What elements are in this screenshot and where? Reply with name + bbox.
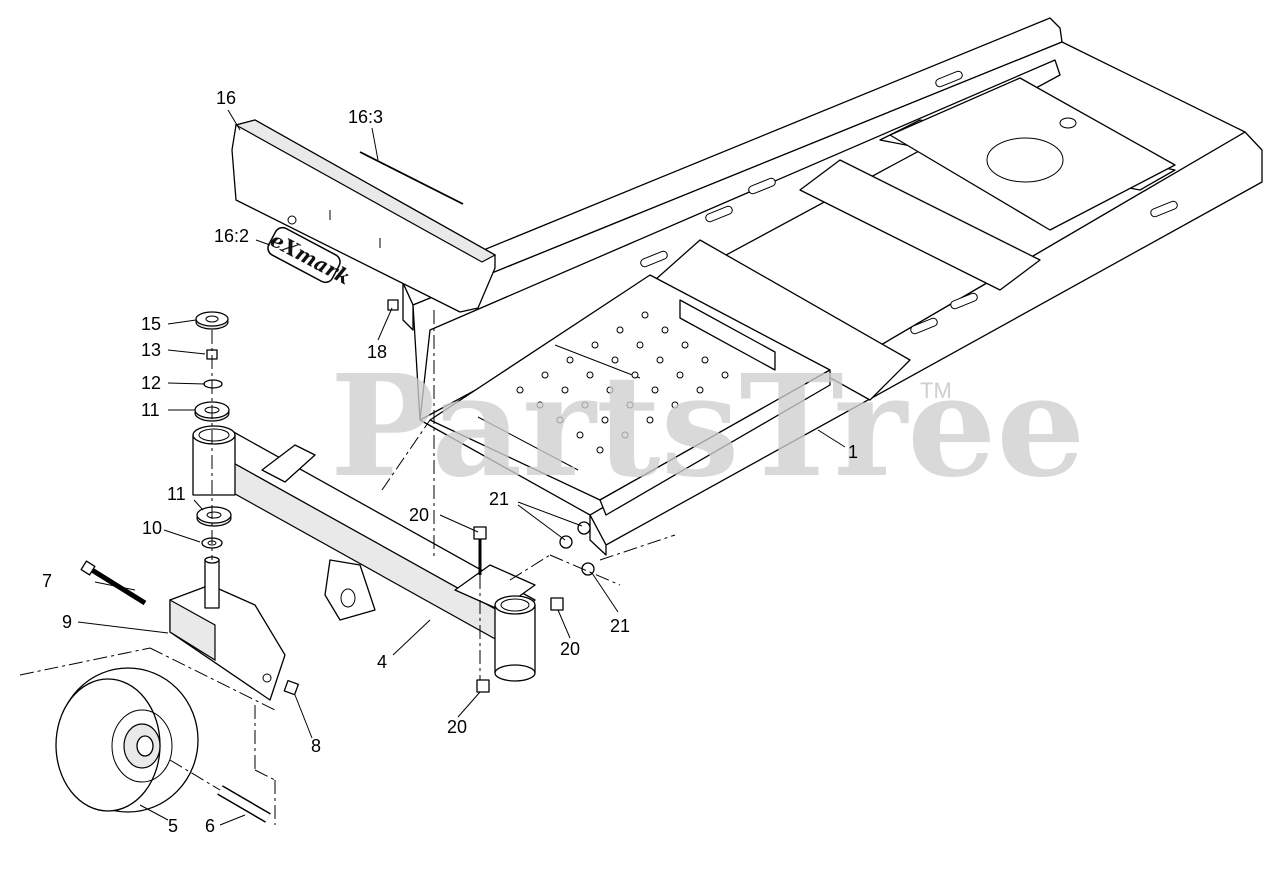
callout-1: 1	[848, 442, 858, 462]
callout-20-top: 20	[409, 505, 429, 525]
leader-lines	[77, 109, 846, 826]
callout-9: 9	[62, 612, 72, 632]
callout-16: 16	[216, 88, 236, 108]
callout-11-upper: 11	[141, 400, 160, 420]
callout-13: 13	[141, 340, 161, 360]
partstree-watermark: PartsTree TM	[330, 345, 1085, 509]
callout-20-right: 20	[560, 639, 580, 659]
callout-20-bottom: 20	[447, 717, 467, 737]
foot-plate-holes	[516, 311, 729, 454]
center-lines	[19, 310, 676, 825]
callout-8: 8	[311, 736, 321, 756]
watermark-brand: PartsTree	[330, 345, 1085, 509]
callout-16-2: 16:2	[214, 226, 249, 246]
caster-wheel	[55, 667, 199, 813]
callout-7: 7	[42, 571, 52, 591]
caster-fork	[169, 556, 286, 701]
callout-11-lower: 11	[167, 484, 186, 504]
callout-6: 6	[205, 816, 215, 836]
callout-10: 10	[142, 518, 162, 538]
callout-18: 18	[367, 342, 387, 362]
callout-5: 5	[168, 816, 178, 836]
main-frame	[402, 17, 1263, 556]
front-shield	[231, 119, 497, 313]
callout-21-right: 21	[610, 616, 630, 636]
callout-4: 4	[377, 652, 387, 672]
callout-15: 15	[141, 314, 161, 334]
watermark-trademark: TM	[920, 378, 952, 403]
callout-12: 12	[141, 373, 161, 393]
rail-slots	[640, 70, 1178, 335]
callouts: 1 4 5 6 7 9 8 10 11 11 12 13 15 16 16:3 …	[42, 88, 858, 836]
callout-21-top: 21	[489, 489, 509, 509]
callout-16-3: 16:3	[348, 107, 383, 127]
front-axle	[192, 425, 536, 682]
